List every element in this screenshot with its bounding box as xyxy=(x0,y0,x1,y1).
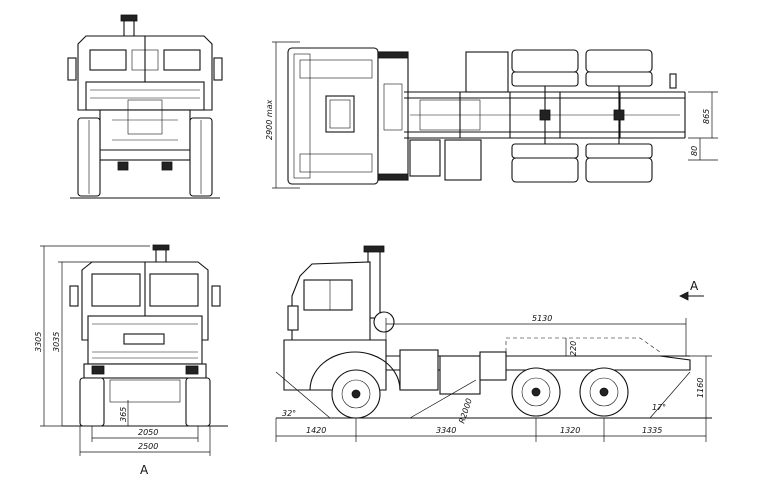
front-view-top xyxy=(67,14,223,199)
front-view-label: A xyxy=(140,463,149,477)
dim-turn-radius: R2000 xyxy=(457,397,474,424)
dim-front-overhang: 1420 xyxy=(306,426,326,435)
front-view-dimensioned: 3305 3035 365 2050 2500 A xyxy=(34,244,228,477)
dim-track-width: 2050 xyxy=(138,428,158,437)
dim-overall-width: 2500 xyxy=(138,442,158,451)
top-view: 2900 max xyxy=(265,41,718,189)
view-marker: A xyxy=(690,279,699,293)
dim-rear-overhang: 1335 xyxy=(642,426,662,435)
dim-height-max: 2900 max xyxy=(265,99,274,140)
dim-approach-angle: 32° xyxy=(282,409,296,418)
dim-wheelbase-total: 5130 xyxy=(532,314,552,323)
dim-first-to-mid: 3340 xyxy=(436,426,456,435)
dim-overall-height: 3305 xyxy=(34,332,43,352)
dim-departure-angle: 17° xyxy=(652,403,666,412)
dim-frame-width: 865 xyxy=(702,109,711,124)
dim-frame-offset: 80 xyxy=(690,146,699,156)
dim-axle-spacing: 1320 xyxy=(560,426,580,435)
dim-frame-height: 1160 xyxy=(696,378,705,398)
dim-cab-height: 3035 xyxy=(52,332,61,352)
dim-ground-clearance: 365 xyxy=(119,407,128,422)
dim-sub-height: 220 xyxy=(569,341,578,356)
side-view: A xyxy=(275,245,712,442)
